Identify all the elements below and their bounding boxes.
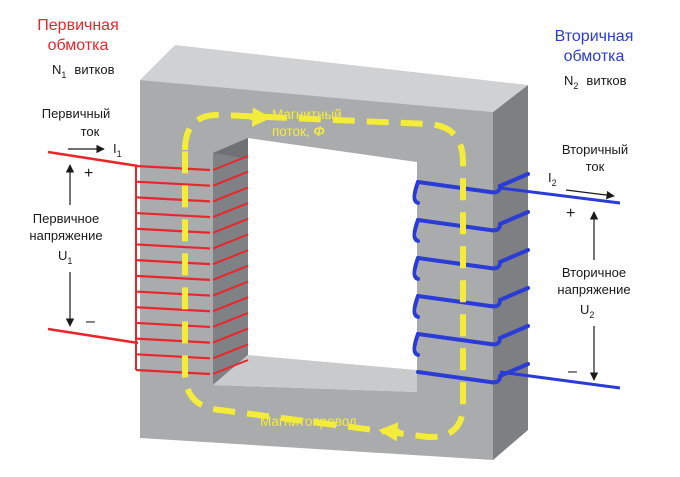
primary-turn-back <box>212 186 249 203</box>
secondary-title-line2: обмотка <box>564 48 625 65</box>
primary-turn-front <box>135 259 211 266</box>
primary-voltage-line2: напряжение <box>29 228 102 243</box>
secondary-turn <box>416 248 530 271</box>
secondary-turn <box>416 210 530 233</box>
primary-turn-back <box>212 343 249 360</box>
primary-turn-front <box>135 164 211 172</box>
secondary-turn <box>416 172 530 195</box>
secondary-lead-top <box>499 186 621 205</box>
secondary-minus-sign: – <box>568 363 577 380</box>
secondary-leads <box>499 186 621 390</box>
secondary-plus-sign: + <box>566 205 575 222</box>
primary-lead-top <box>47 150 139 168</box>
flux-dashed-loop <box>182 111 466 441</box>
primary-winding <box>135 155 249 376</box>
primary-leads <box>47 150 139 345</box>
magnetic-core <box>140 45 528 460</box>
primary-voltage-line1: Первичное <box>33 211 99 226</box>
core-window-opening <box>248 138 417 370</box>
secondary-turn <box>416 286 530 309</box>
primary-turn-front <box>135 306 211 313</box>
primary-turn-back <box>212 155 249 171</box>
primary-turn-back <box>212 311 249 328</box>
secondary-current-arrow <box>565 189 615 200</box>
primary-turn-front <box>135 180 211 187</box>
primary-turn-front <box>135 353 211 360</box>
flux-arrow-bottom <box>378 422 401 442</box>
secondary-turn-edge <box>412 294 420 319</box>
primary-current-symbol: I1 <box>113 141 122 159</box>
primary-turn-back <box>212 264 249 281</box>
primary-turn-back <box>212 249 249 266</box>
primary-turn-front <box>135 227 211 234</box>
flux-label-word: поток, <box>272 124 310 139</box>
primary-turn-back <box>212 233 249 250</box>
primary-turn-back <box>212 359 249 375</box>
primary-title-line1: Первичная <box>37 17 118 34</box>
primary-turn-back <box>212 280 249 297</box>
primary-plus-sign: + <box>84 165 93 182</box>
primary-turn-front <box>135 321 211 329</box>
primary-voltage-symbol: U1 <box>58 248 72 266</box>
primary-title-line2: обмотка <box>48 37 109 54</box>
secondary-title-line1: Вторичная <box>555 28 634 45</box>
flux-label-line2: поток, Φ <box>272 124 325 139</box>
secondary-turn-edge <box>412 218 420 243</box>
secondary-turn-edge <box>412 332 420 357</box>
core-label: Магнитопровод <box>260 414 357 429</box>
secondary-lead-bottom <box>499 370 621 390</box>
primary-current-line1: Первичный <box>42 106 111 121</box>
secondary-voltage-line2: напряжение <box>557 282 630 297</box>
primary-turn-front <box>135 290 211 297</box>
secondary-turn <box>416 362 530 385</box>
secondary-winding <box>412 172 530 385</box>
flux-label-line1: Магнитный <box>272 107 342 122</box>
core-window-bottom-wall <box>213 355 417 392</box>
primary-turn-back <box>212 170 249 187</box>
secondary-turn-edge <box>412 256 420 281</box>
primary-minus-sign: – <box>86 313 95 330</box>
magnetic-flux-path <box>182 107 466 442</box>
secondary-turn-edge <box>412 180 420 205</box>
primary-turn-back <box>212 327 249 344</box>
primary-turn-front <box>135 243 211 250</box>
flux-symbol: Φ <box>313 124 324 139</box>
primary-turn-front <box>135 211 211 219</box>
primary-turn-front <box>135 196 211 203</box>
secondary-current-line1: Вторичный <box>562 142 628 157</box>
secondary-turn <box>416 324 530 347</box>
secondary-voltage-symbol: U2 <box>580 302 594 320</box>
primary-turn-back <box>212 202 249 219</box>
secondary-current-symbol: I2 <box>548 170 557 188</box>
primary-turn-front <box>135 337 211 344</box>
primary-turn-front <box>135 368 211 376</box>
core-right-face <box>493 85 528 460</box>
primary-turn-front <box>135 274 211 281</box>
primary-lead-bottom <box>47 327 139 345</box>
flux-arrow-top <box>249 107 272 127</box>
secondary-current-line2: ток <box>586 159 605 174</box>
primary-turn-back <box>212 217 249 234</box>
secondary-voltage-line1: Вторичное <box>562 265 626 280</box>
primary-turn-back <box>212 296 249 313</box>
core-top-face <box>140 45 528 112</box>
primary-current-line2: ток <box>81 124 100 139</box>
